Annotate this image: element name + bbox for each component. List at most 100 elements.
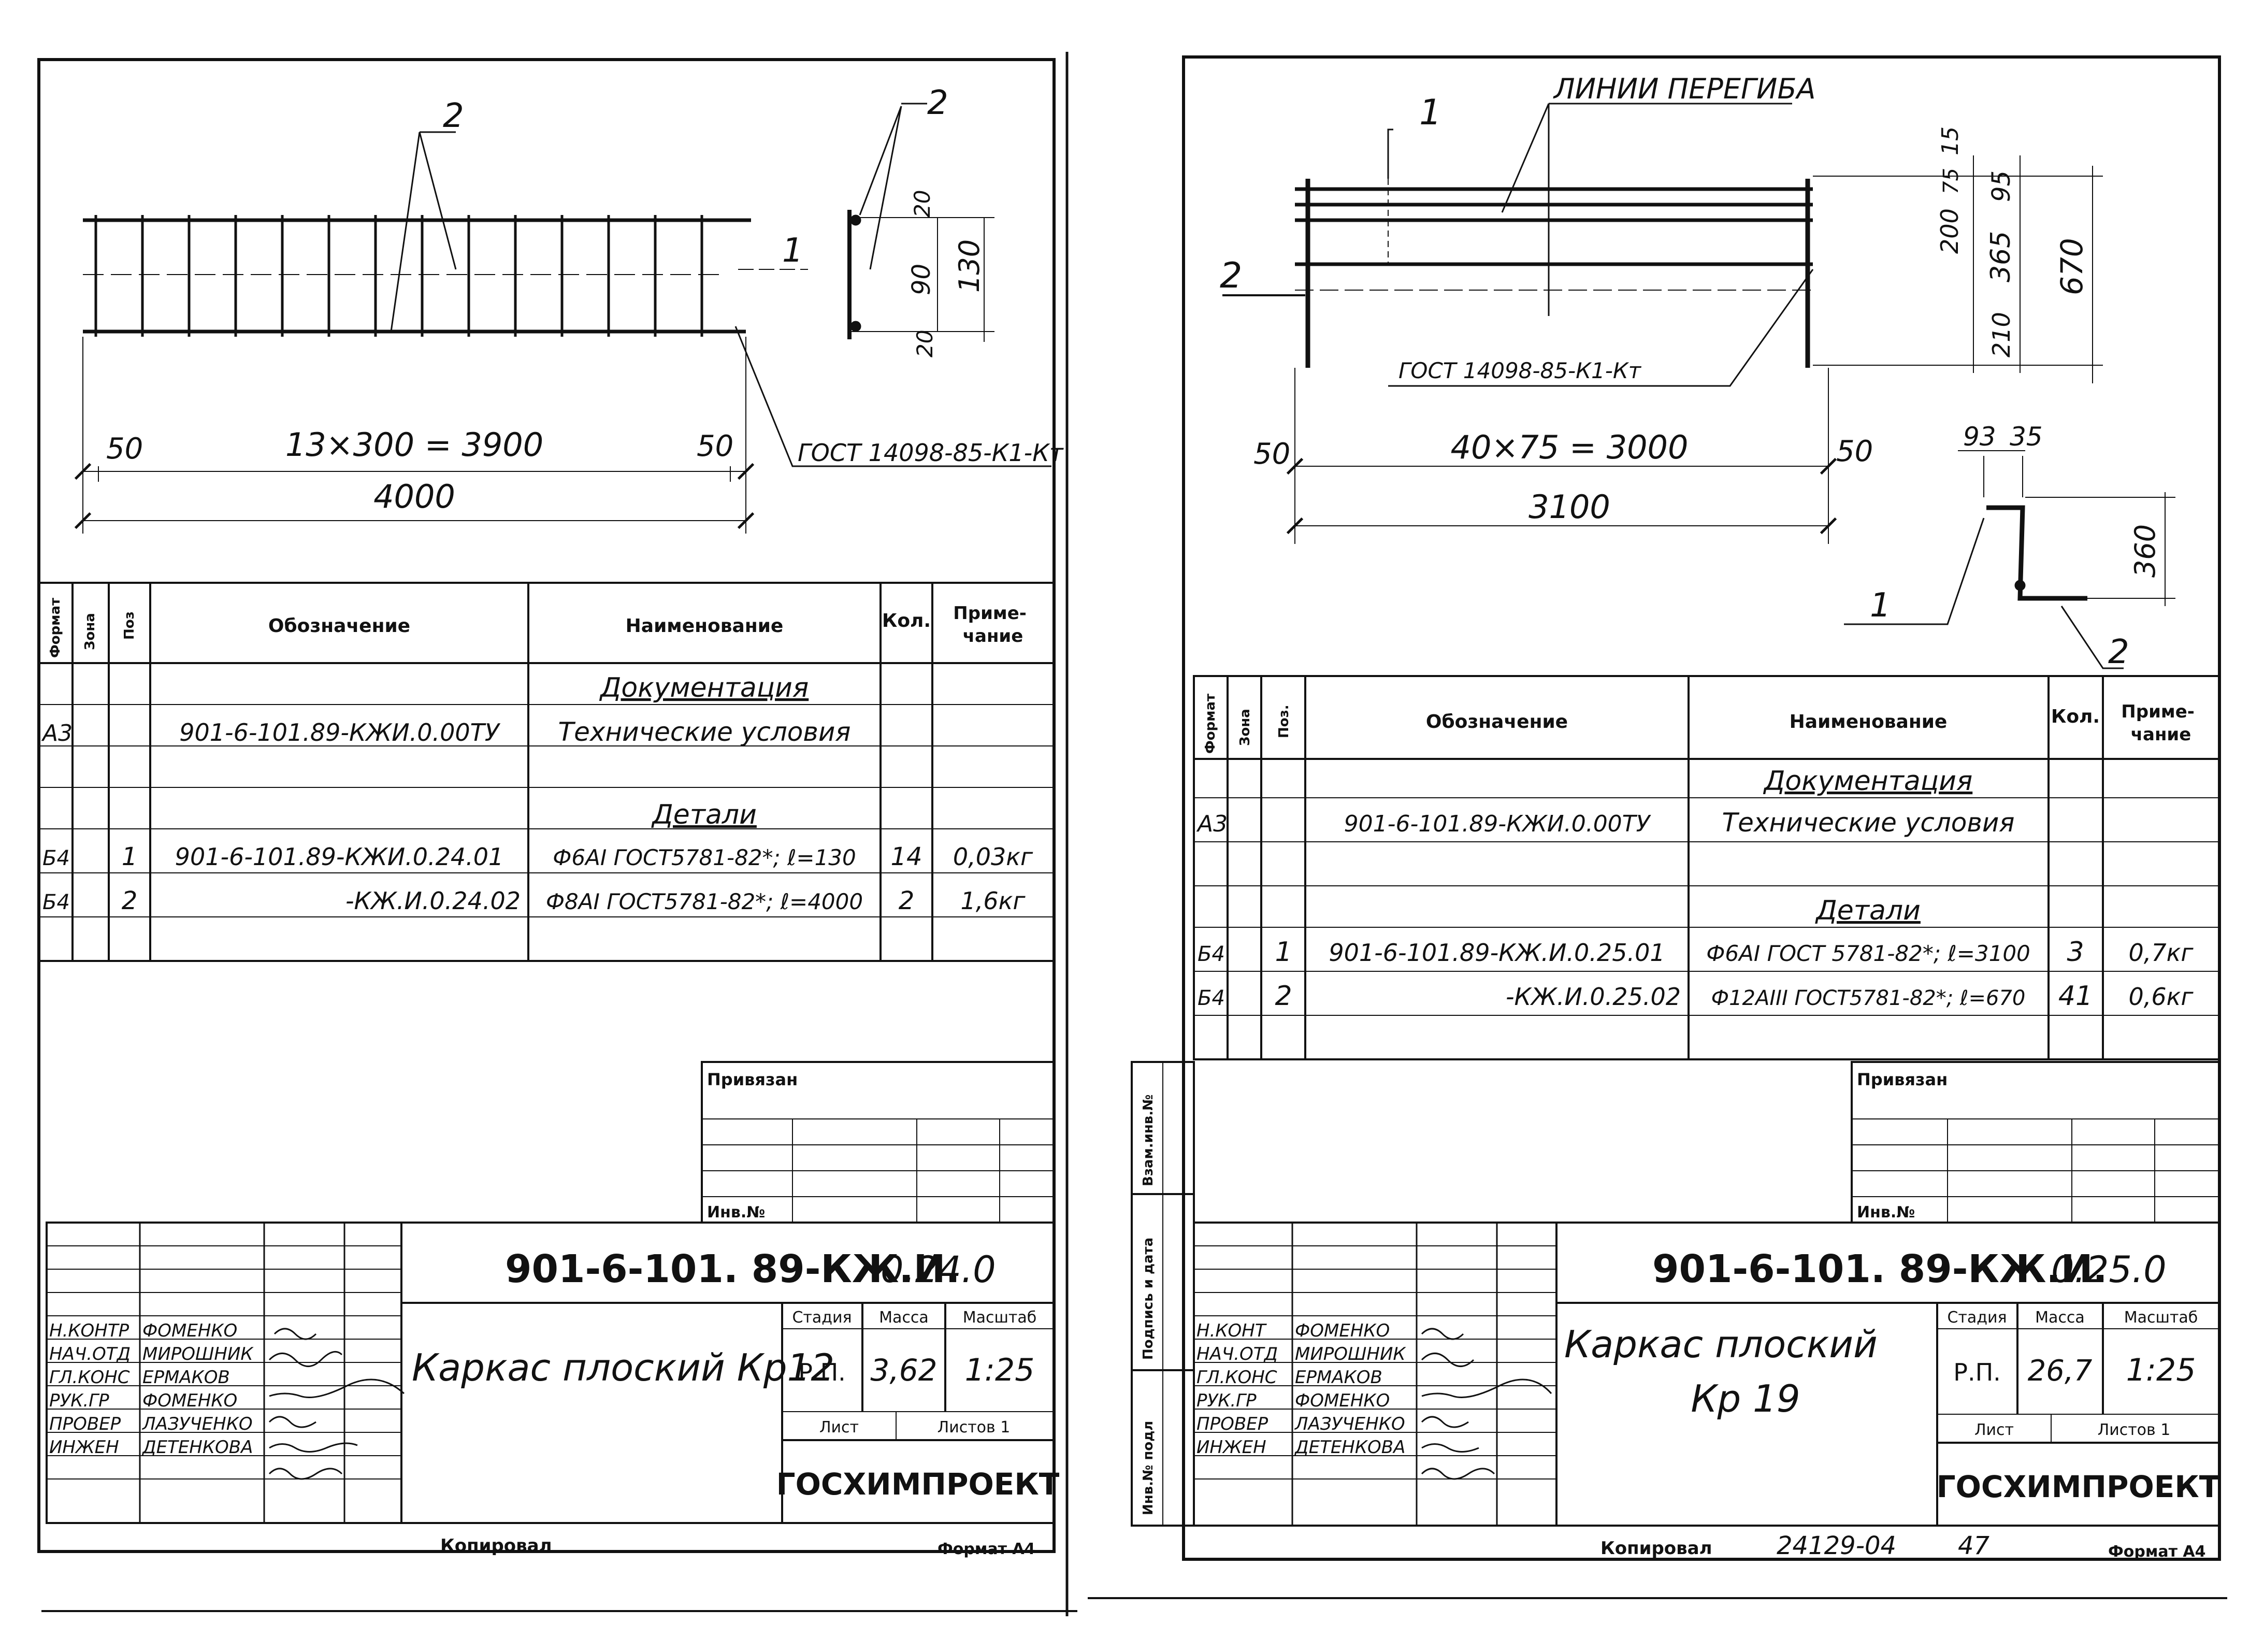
hdr-format: Формат [48,598,63,658]
dim-right-75: 75 [1939,168,1963,194]
row2-designation: -КЖ.И.0.25.02 [1506,983,1681,1011]
doc-designation: 901-6-101.89-КЖИ.0.00ТУ [179,719,501,746]
side-inv-podl: Инв.№ подл [1141,1421,1156,1515]
hdr-note: Приме- чание [953,603,1032,647]
hdr-designation: Обозначение [1426,711,1568,732]
person-name-5: ЛАЗУЧЕНКО [1294,1414,1405,1434]
person-name-6: ДЕТЕНКОВА [1294,1437,1405,1458]
row1-qty: 14 [890,842,922,871]
tb-title-line2: Кр 19 [1691,1377,1800,1420]
tb-code-main: 901-6-101. 89-КЖ.И. [505,1247,960,1291]
hdr-qty: Кол. [2051,706,2100,727]
tb-sheets-h: Листов 1 [2098,1421,2171,1439]
tb-mass: 3,62 [870,1353,937,1388]
binding-inv: Инв.№ [1857,1203,1915,1222]
footer-page: 47 [1958,1531,1990,1560]
dim-end-right: 50 [697,429,733,463]
row2-note: 1,6кг [960,887,1026,915]
person-name-2: МИРОШНИК [142,1344,254,1364]
dim-spacing: 13×300 = 3900 [285,426,543,464]
row1-designation: 901-6-101.89-КЖ.И.0.25.01 [1329,939,1665,967]
hdr-zone: Зона [82,613,98,650]
text-kp12: 2 2 1 13×300 = 3900 50 50 4000 ГОСТ 1409… [41,84,1064,1558]
tb-mass-h: Масса [2035,1309,2085,1327]
doc-name: Технические условия [1722,808,2015,838]
footer-copied: Копировал [1600,1538,1712,1559]
tb-code-suffix: 0.25.0 [2051,1248,2167,1291]
dim-right-95: 95 [1987,170,2016,202]
callout-pos1: 1 [782,232,803,270]
hdr-note-text: Приме- [2121,701,2195,722]
hdr-designation: Обозначение [268,615,410,637]
dim-right-365: 365 [1985,231,2016,282]
row1-pos: 1 [122,842,138,871]
footer-copied: Копировал [440,1535,552,1556]
row2-name: Ф8АI ГОСТ5781-82*; ℓ=4000 [546,889,863,914]
callout-pos2-section: 2 [927,84,948,122]
hdr-name: Наименование [626,615,784,637]
gost-note: ГОСТ 14098-85-К1-Кт [798,439,1064,467]
hdr-note: Приме- чание [2121,701,2200,745]
row1-note: 0,03кг [953,843,1033,871]
dim-overall: 4000 [373,478,455,515]
dim-sec-93: 93 [1963,422,1996,452]
callout-bend-lines: ЛИНИИ ПЕРЕГИБА [1553,73,1815,105]
person-name-1: ФОМЕНКО [1295,1320,1390,1341]
gost-note: ГОСТ 14098-85-К1-Кт [1398,358,1642,383]
side-vzam: Взам.инв.№ [1141,1095,1156,1186]
person-role-6: ИНЖЕН [1196,1437,1266,1458]
tb-stage-h: Стадия [792,1309,852,1327]
dim-spacing: 40×75 = 3000 [1451,428,1689,466]
row1-qty: 3 [2067,937,2084,968]
person-role-3: ГЛ.КОНС [49,1367,130,1388]
dim-right-210: 210 [1987,312,2015,357]
person-name-5: ЛАЗУЧЕНКО [141,1414,253,1434]
person-name-2: МИРОШНИК [1295,1344,1406,1364]
spec-table-kp19 [1193,675,2220,1060]
signature-scribbles-kp19 [1421,1328,1552,1480]
callout-pos1-section: 1 [1870,586,1891,625]
text-kp19: 1 ЛИНИИ ПЕРЕГИБА 2 ГОСТ 14098-85-К1-Кт 4… [1141,73,2220,1561]
tb-title: Каркас плоский Кр12 [412,1346,834,1389]
doc-name: Технические условия [558,717,851,747]
row1-format: Б4 [42,846,70,870]
row1-designation: 901-6-101.89-КЖИ.0.24.01 [175,843,504,871]
hdr-zone: Зона [1237,709,1253,746]
person-name-3: ЕРМАКОВ [1295,1367,1382,1388]
doc-format: А3 [41,720,73,746]
binding-inv: Инв.№ [707,1203,765,1222]
person-name-1: ФОМЕНКО [142,1320,237,1341]
person-name-4: ФОМЕНКО [1295,1390,1390,1411]
row2-designation: -КЖ.И.0.24.02 [345,887,521,915]
titleblock-kp19 [1193,1222,2220,1527]
dim-sec-top: 20 [910,190,935,218]
callout-pos1: 1 [1419,92,1441,133]
dim-right-200: 200 [1936,208,1964,254]
row1-name: Ф6АI ГОСТ5781-82*; ℓ=130 [553,845,856,870]
sheet-kp12 [37,52,1077,1616]
row1-note: 0,7кг [2128,939,2194,967]
hdr-note-text: Приме- [953,603,1027,624]
tb-stage: Р.П. [1953,1358,2001,1386]
dim-sec-35: 35 [2010,422,2043,452]
person-role-5: ПРОВЕР [49,1414,121,1434]
hdr-pos: Поз. [1276,705,1292,738]
section-docs: Документация [1763,766,1972,797]
callout-pos2: 2 [443,97,464,135]
row1-name: Ф6АI ГОСТ 5781-82*; ℓ=3100 [1706,941,2030,966]
row1-pos: 1 [1275,937,1292,968]
tb-title-line1: Каркас плоский [1564,1323,1878,1366]
row2-name: Ф12АIII ГОСТ5781-82*; ℓ=670 [1711,986,2026,1010]
hdr-pos: Поз [122,611,137,640]
row2-format: Б4 [1198,986,1225,1010]
tb-org: ГОСХИМПРОЕКТ [776,1467,1060,1502]
tb-code-suffix: 0.24.0 [881,1248,996,1291]
spec-table-kp12 [38,582,1055,962]
section-parts: Детали [651,799,757,830]
doc-designation: 901-6-101.89-КЖИ.0.00ТУ [1344,811,1652,837]
section-parts: Детали [1815,895,1921,926]
person-role-2: НАЧ.ОТД [1196,1344,1278,1364]
row2-qty: 2 [899,886,915,915]
tb-code-main: 901-6-101. 89-КЖ.И. [1652,1247,2108,1291]
